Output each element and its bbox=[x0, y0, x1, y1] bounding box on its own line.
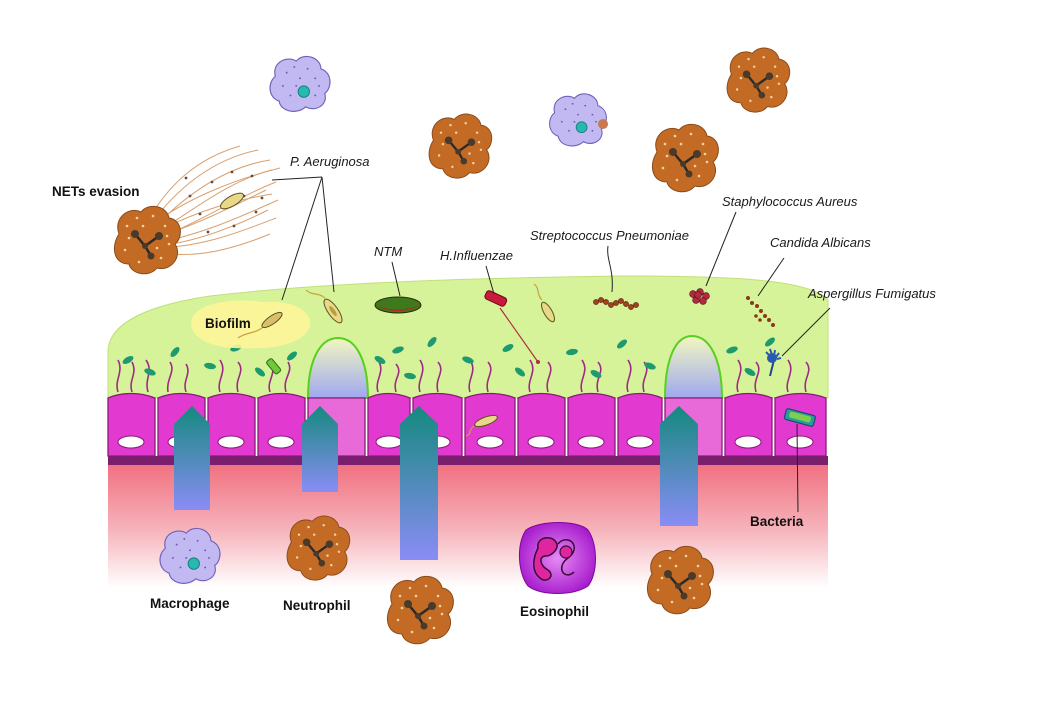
label-ntm: NTM bbox=[374, 244, 402, 259]
label-streptococcus: Streptococcus Pneumoniae bbox=[530, 228, 689, 243]
goblet-dome-left bbox=[306, 336, 370, 399]
p-aeruginosa-cell bbox=[305, 289, 343, 324]
label-nets-evasion: NETs evasion bbox=[52, 184, 140, 199]
biofilm-bacteria bbox=[237, 311, 283, 339]
migration-arrows bbox=[174, 406, 698, 560]
neutrophil-top-1 bbox=[427, 112, 493, 180]
label-macrophage: Macrophage bbox=[150, 596, 230, 611]
submucosa-tissue bbox=[108, 458, 828, 588]
ntm-cell bbox=[374, 296, 422, 314]
candida-hyphae bbox=[746, 296, 775, 327]
neutrophil-nets bbox=[113, 205, 182, 276]
staphylococcus-cluster bbox=[689, 288, 710, 305]
intracellular-bacterium-green bbox=[266, 358, 282, 375]
basement-membrane bbox=[108, 456, 828, 465]
intracellular-bacteria-box bbox=[783, 408, 816, 427]
pseudomonas-small bbox=[533, 283, 555, 323]
phagocytosed-particle bbox=[598, 119, 608, 129]
label-staphylococcus: Staphylococcus Aureus bbox=[722, 194, 858, 209]
epithelial-cells bbox=[107, 392, 827, 457]
label-candida: Candida Albicans bbox=[770, 235, 871, 250]
nets-trapped-bacterium bbox=[219, 192, 245, 210]
label-p-aeruginosa: P. Aeruginosa bbox=[290, 154, 370, 169]
label-neutrophil: Neutrophil bbox=[283, 598, 351, 613]
label-aspergillus: Aspergillus Fumigatus bbox=[807, 286, 936, 301]
intracellular-bacterium-yellow bbox=[465, 414, 498, 437]
neutrophil-top-right bbox=[725, 46, 791, 114]
label-biofilm: Biofilm bbox=[205, 316, 251, 331]
macrophage-top-center bbox=[549, 93, 607, 147]
macrophage-top-left bbox=[269, 55, 331, 112]
leader-lines bbox=[271, 176, 831, 513]
h-influenzae-cell bbox=[484, 290, 508, 307]
mucus-bacteria-dots bbox=[122, 337, 775, 380]
aspergillus-conidiophore bbox=[765, 348, 782, 377]
neutrophil-top-2 bbox=[651, 123, 720, 194]
label-h-influenzae: H.Influenzae bbox=[440, 248, 513, 263]
migration-arrow-2 bbox=[302, 406, 338, 492]
eosinophil-cell bbox=[519, 522, 596, 594]
goblet-dome-right bbox=[663, 334, 724, 399]
label-eosinophil: Eosinophil bbox=[520, 604, 589, 619]
migration-arrow-4 bbox=[660, 406, 698, 526]
migration-arrow-3 bbox=[400, 406, 438, 560]
streptococcus-chain bbox=[593, 297, 639, 310]
label-bacteria: Bacteria bbox=[750, 514, 804, 529]
h-influenzae-pointer bbox=[499, 307, 539, 363]
migration-arrow-1 bbox=[174, 406, 210, 510]
